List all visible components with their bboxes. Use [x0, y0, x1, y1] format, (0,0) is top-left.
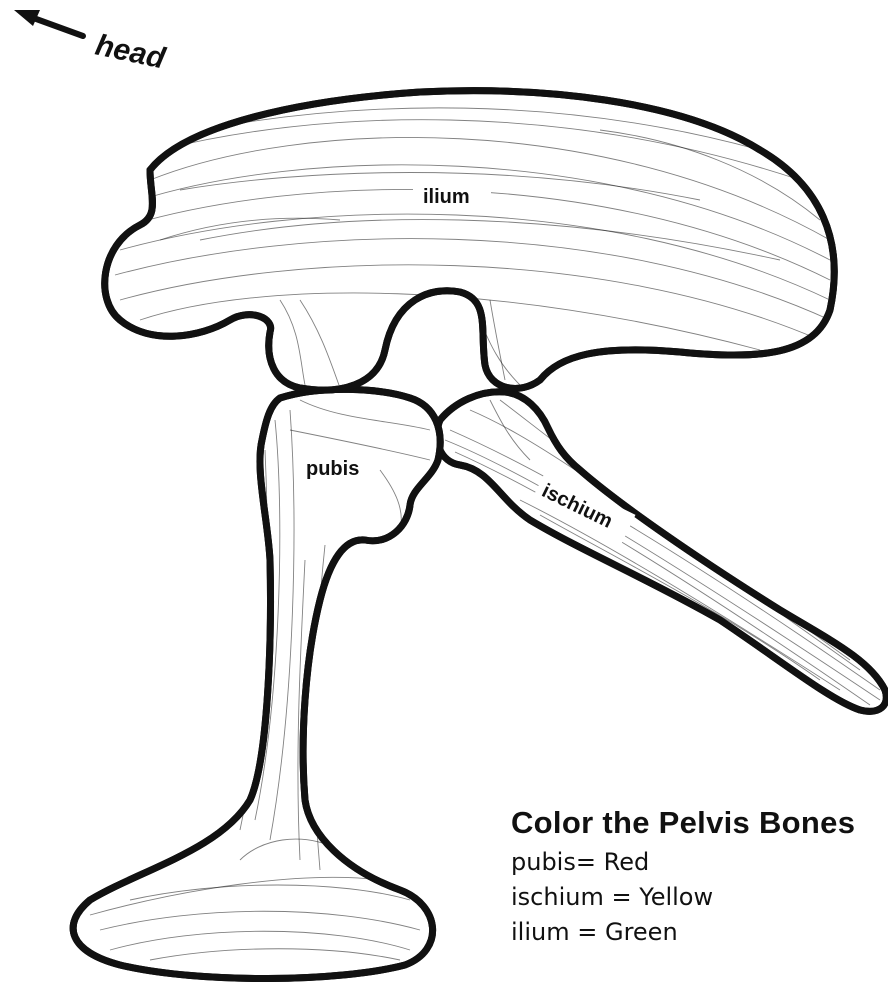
key-color: Green — [605, 918, 678, 946]
pubis-label-group: pubis — [300, 452, 376, 484]
key-bone: ilium — [511, 918, 570, 946]
pubis-label: pubis — [306, 458, 359, 480]
key-color: Red — [604, 848, 650, 876]
key-separator: = — [576, 848, 604, 876]
ilium-bone — [105, 91, 835, 390]
ilium-label-group: ilium — [413, 180, 491, 212]
pubis-bone — [73, 389, 440, 978]
key-bone: ischium — [511, 883, 604, 911]
ilium-label: ilium — [423, 186, 470, 208]
ischium-bone — [437, 392, 886, 712]
head-direction-arrow — [14, 10, 83, 36]
key-separator: = — [570, 918, 605, 946]
color-key: Color the Pelvis Bones pubis= Red ischiu… — [511, 805, 855, 946]
head-label: head — [93, 29, 169, 76]
key-line-ilium: ilium = Green — [511, 918, 855, 946]
color-key-title: Color the Pelvis Bones — [511, 805, 855, 841]
key-color: Yellow — [639, 883, 713, 911]
key-line-ischium: ischium = Yellow — [511, 883, 855, 911]
key-line-pubis: pubis= Red — [511, 848, 855, 876]
key-bone: pubis — [511, 848, 576, 876]
key-separator: = — [604, 883, 639, 911]
